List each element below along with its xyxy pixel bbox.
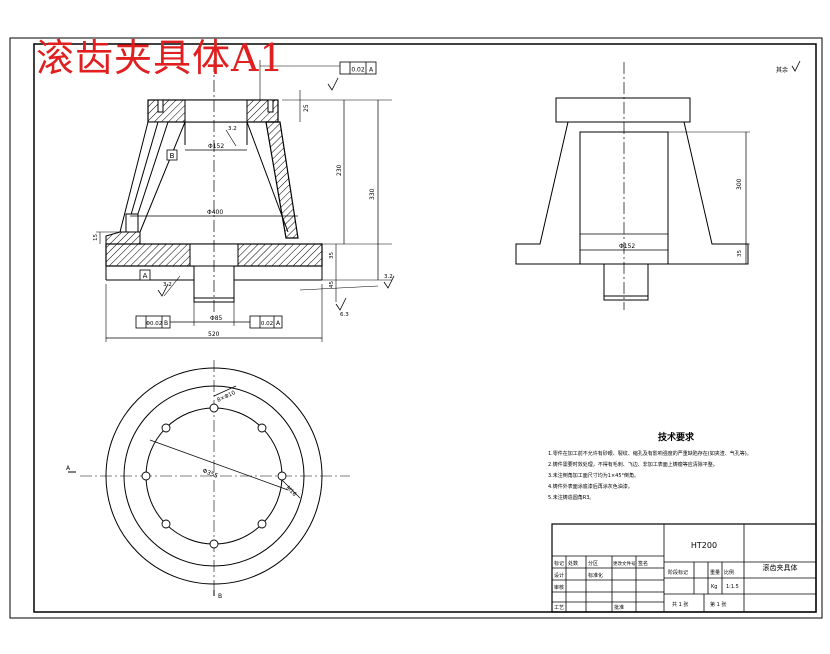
tb-doc: 更改文件号 [613,560,636,567]
surface-roughness-symbol [791,60,801,72]
tb-mark: 标记 [554,560,564,567]
tol-frame-left: Φ0.02 B [135,315,171,329]
tb-sheets: 共 1 张 [672,601,688,608]
drawing-title: 滚齿夹具体A1 [36,36,285,80]
title-block [551,523,817,613]
roughness-symbol-bottom [335,297,347,311]
tol-left-value: Φ0.02 [146,321,163,327]
tb-process: 工艺 [554,605,564,611]
pcd-label: Φ355 [201,467,219,480]
dim-base-inner: Φ400 [207,209,223,216]
roughness-bottom: 6.3 [340,312,349,318]
dim-height-total: 330 [369,188,376,200]
tb-stage: 阶段标记 [668,569,688,576]
tech-req-title: 技术要求 [658,431,695,443]
dim-base-width: 520 [208,331,220,338]
surface-note: 其余 [776,66,788,74]
side-view [515,62,750,310]
datum-b-box: B [166,149,178,161]
tb-zone: 分区 [588,560,598,567]
tol-frame-top: 0.02 A [339,61,377,75]
outer-border [9,37,823,619]
tb-kg: Kg [711,584,717,590]
dim-spigot-d: Φ85 [210,315,223,322]
bolt-hole [161,423,171,433]
dim-spigot-h: 45 [329,281,335,288]
bolt-hole [161,519,171,529]
inner-border [33,43,817,613]
dim-bore-roughness: 3.2 [228,126,237,132]
side-dim-width: Φ152 [619,243,635,250]
tb-std: 标准化 [588,572,603,579]
dim-height-mid: 230 [336,164,343,176]
tol-top-value: 0.02 [351,67,365,74]
dim-left-small: 15 [93,234,99,241]
front-section-view [96,60,392,342]
tech-req-item: 2.铸件需要时效处理，不得有毛刺、飞边、非加工表面上铸瘤等应清除平整。 [548,461,718,468]
tol-frame-right: 0.02 A [249,315,283,329]
tb-count: 处数 [568,560,578,567]
bolt-hole [209,539,219,549]
plan-axis-b: B [218,593,222,600]
bolt-hole [277,471,287,481]
roughness-symbol-right [383,275,395,289]
roughness-right: 3.2 [384,274,393,280]
tech-req-item: 4.铸件外表面涂底漆后再涂灰色油漆。 [548,483,633,490]
tech-requirements: 技术要求 1.零件在加工前不允许有砂眼、裂纹、缩孔及有影响强度的严重缺陷存在(如… [548,431,752,501]
hole-label: 8×Φ10 [216,390,237,404]
tol-left-datum: B [164,320,168,327]
part-name: 滚齿夹具体 [763,563,798,572]
tb-scale: 比例 [724,569,734,576]
material: HT200 [691,541,717,550]
tb-weight: 重量 [710,569,720,576]
tb-check: 审核 [554,584,564,591]
tb-approve: 批准 [614,604,624,611]
tech-req-item: 3.未注倒角加工面尺寸均为1×45°倒角。 [548,472,639,479]
roughness-symbol-left [157,283,169,297]
dim-bore: Φ152 [208,143,224,150]
dim-small-a: 25 [303,104,310,112]
tb-sign: 签名 [638,560,648,567]
datum-a-label: A [143,272,148,280]
dim-base-h: 35 [329,252,335,259]
tol-top-datum: A [369,67,374,74]
bolt-hole [257,423,267,433]
tol-right-datum: A [276,320,281,327]
side-dim-base: 35 [737,250,743,257]
tech-req-item: 1.零件在加工前不允许有砂眼、裂纹、缩孔及有影响强度的严重缺陷存在(如夹渣、气孔… [548,450,752,457]
tb-scale-value: 1:1.5 [726,584,739,590]
bolt-hole [209,403,219,413]
plan-holes [141,403,287,549]
tech-req-item: 5.未注铸造圆角R3。 [548,494,594,501]
plan-axis-a: A [66,465,71,472]
roughness-symbol-top [327,77,339,91]
tb-sheet-no: 第 1 张 [710,601,726,608]
tol-right-value: 0.02 [261,321,273,327]
tb-design: 设计 [554,572,564,579]
datum-b-label: B [170,152,175,160]
hole-label-2: M16 [285,485,298,498]
bolt-hole [257,519,267,529]
side-dim-height: 300 [736,178,743,190]
bolt-hole [141,471,151,481]
datum-a-box: A [139,269,151,281]
